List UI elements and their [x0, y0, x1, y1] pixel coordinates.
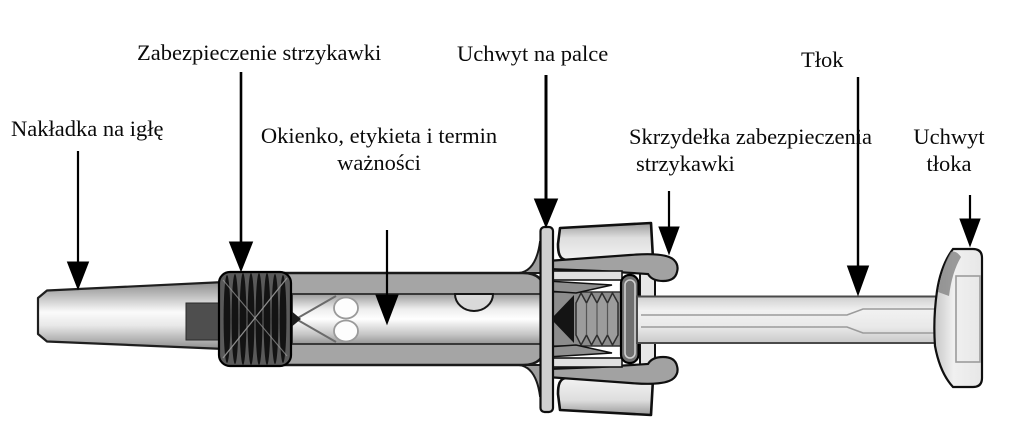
label-line: Tłok	[801, 47, 844, 72]
label-window: Okienko, etykieta i termin ważności	[238, 122, 520, 176]
arrow-syringe-safeguard	[228, 72, 254, 273]
label-line: Zabezpieczenie strzykawki	[137, 40, 382, 65]
safeguard-collar	[217, 270, 293, 368]
safeguard-wing-bottom	[545, 337, 679, 417]
plunger-stopper-thread	[547, 291, 623, 347]
label-plunger-grip: Uchwyt tłoka	[902, 123, 996, 177]
safeguard-ring	[619, 273, 640, 365]
label-line: Okienko, etykieta i termin	[260, 123, 498, 148]
arrow-plunger-grip	[959, 195, 981, 248]
label-line: Uchwyt na palce	[457, 41, 609, 66]
label-line: Uchwyt	[913, 124, 985, 149]
label-needle-cap: Nakładka na igłę	[11, 115, 163, 142]
label-finger-grip: Uchwyt na palce	[457, 40, 608, 67]
stopper-cone	[551, 295, 574, 343]
label-plunger: Tłok	[801, 46, 844, 73]
plunger-thumb-pad	[933, 247, 984, 389]
syringe-barrel	[284, 293, 547, 345]
finger-flange	[518, 225, 555, 414]
arrow-safeguard-wings	[658, 191, 680, 256]
label-line: Skrzydełka zabezpieczenia	[629, 124, 872, 149]
needle-cap	[36, 280, 227, 351]
arrow-needle-cap	[66, 151, 90, 291]
plunger-rod	[636, 295, 945, 344]
arrow-window	[375, 230, 399, 326]
label-syringe-safeguard: Zabezpieczenie strzykawki	[137, 39, 381, 66]
label-line: Nakładka na igłę	[11, 116, 164, 141]
label-line: ważności	[337, 150, 421, 175]
inspection-window	[453, 293, 495, 312]
label-line: strzykawki	[636, 151, 735, 176]
label-line: tłoka	[926, 151, 972, 176]
arrow-finger-grip	[533, 75, 559, 229]
safeguard-wing-top	[545, 221, 679, 301]
label-safeguard-wings: Skrzydełka zabezpieczenia strzykawki	[629, 123, 872, 177]
arrow-plunger	[846, 77, 870, 297]
